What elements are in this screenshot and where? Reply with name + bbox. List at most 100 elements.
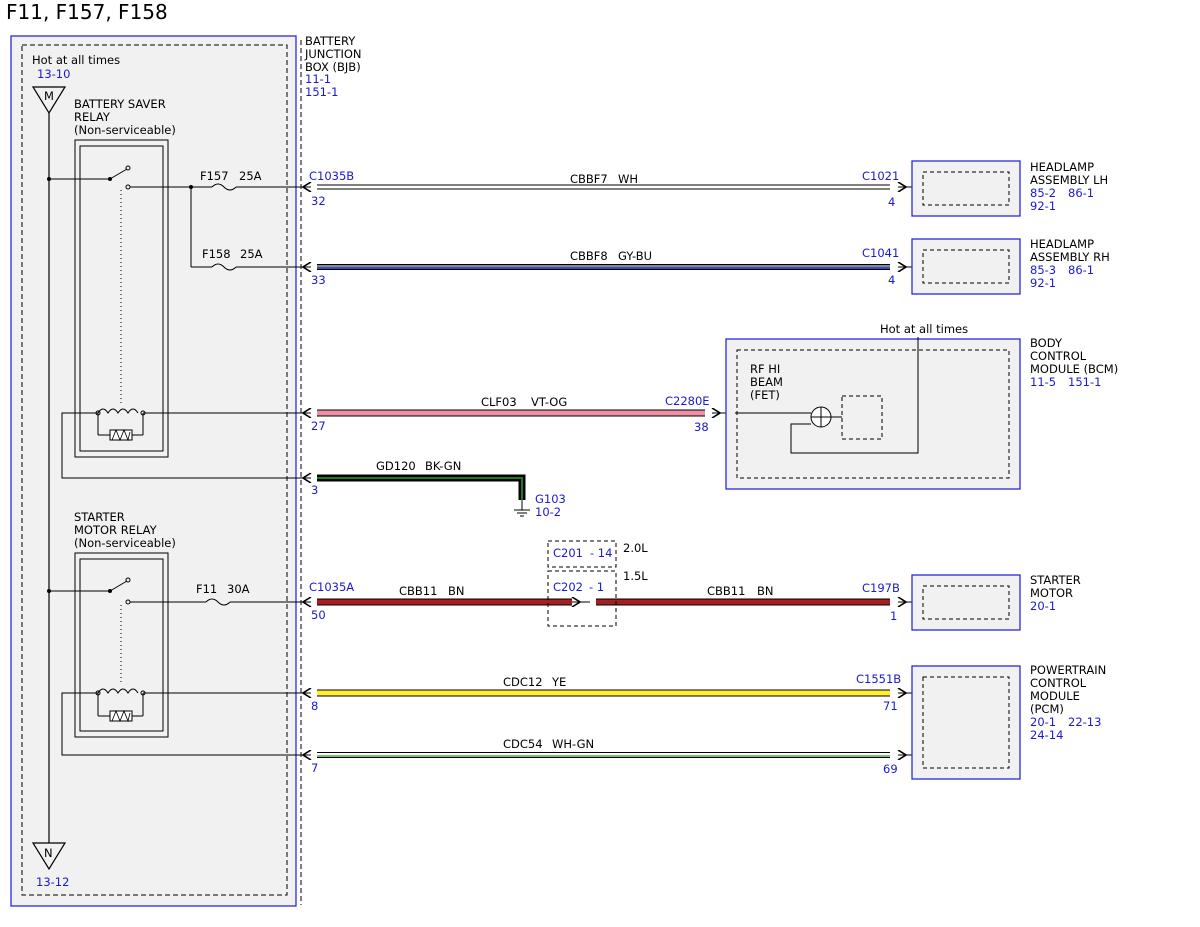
f11-id: F11: [196, 582, 217, 596]
bsr-name-1: BATTERY SAVER: [74, 97, 166, 111]
headlamp-lh-box: [911, 160, 1021, 217]
cbb11-left-pin: 50: [311, 608, 326, 622]
headlamp-rh-ref-2: 86-1: [1068, 263, 1094, 277]
cdc12-color: YE: [551, 675, 566, 689]
bcm-hot-label: Hot at all times: [880, 322, 968, 336]
bcm-name-2: CONTROL: [1030, 349, 1087, 363]
bjb-name-3: BOX (BJB): [305, 60, 361, 74]
cbb11-color-left: BN: [448, 584, 465, 598]
cbbf8-left-pin: 33: [311, 273, 326, 287]
bjb-ref-1: 11-1: [305, 72, 331, 86]
pcm-box: [911, 665, 1021, 780]
headlamp-lh-name-1: HEADLAMP: [1030, 160, 1094, 174]
cbb11-left-connector: C1035A: [309, 580, 354, 594]
cbbf8-color: GY-BU: [618, 249, 652, 263]
starter-ref-1: 20-1: [1030, 599, 1056, 613]
pcm-name-4: (PCM): [1030, 702, 1064, 716]
cbb11-circuit-right: CBB11: [707, 584, 745, 598]
f157-fuse-symbol: [211, 183, 237, 191]
cbb11-circuit-left: CBB11: [399, 584, 437, 598]
f157-id: F157: [200, 169, 229, 183]
cdc12-circuit: CDC12: [503, 675, 543, 689]
bcm-inner-2: BEAM: [750, 375, 783, 389]
bus-m-triangle: [31, 86, 67, 115]
headlamp-lh-ref-2: 86-1: [1068, 186, 1094, 200]
gd120-color: BK-GN: [425, 459, 461, 473]
bsr-name-2: RELAY: [74, 110, 111, 124]
pcm-name-3: MODULE: [1030, 689, 1080, 703]
bjb-hot-ref: 13-10: [37, 67, 70, 81]
cbbf8-right-connector: C1041: [862, 246, 899, 260]
c201-engine: 2.0L: [623, 541, 648, 555]
cbb11-color-right: BN: [757, 584, 774, 598]
clf03-color: VT-OG: [531, 395, 567, 409]
smr-name-2: MOTOR RELAY: [74, 523, 158, 537]
wire-cbbf8: [317, 264, 890, 270]
f11-rating: 30A: [227, 582, 250, 596]
pcm-ref-1: 20-1: [1030, 715, 1056, 729]
c201-box: [547, 540, 617, 568]
c201-pin: - 14: [590, 546, 612, 560]
cdc54-left-pin: 7: [311, 761, 318, 775]
cbbf8-circuit: CBBF8: [570, 249, 608, 263]
cdc54-right-pin: 69: [883, 762, 898, 776]
cdc12-left-pin: 8: [311, 699, 318, 713]
headlamp-rh-ref-3: 92-1: [1030, 276, 1056, 290]
wire-gd120: [317, 474, 526, 500]
f158-id: F158: [202, 247, 231, 261]
bcm-ref-2: 151-1: [1068, 375, 1101, 389]
pcm-name-2: CONTROL: [1030, 676, 1087, 690]
bsr-name-3: (Non-serviceable): [74, 123, 176, 137]
bjb-name-2: JUNCTION: [304, 47, 362, 61]
headlamp-rh-name-2: ASSEMBLY RH: [1030, 250, 1110, 264]
smr-name-1: STARTER: [74, 510, 125, 524]
gd120-left-pin: 3: [311, 483, 318, 497]
f11-fuse-symbol: [205, 598, 231, 606]
starter-name-1: STARTER: [1030, 573, 1081, 587]
wire-cdc54: [317, 752, 890, 758]
clf03-left-pin: 27: [311, 419, 326, 433]
cdc54-color: WH-GN: [552, 737, 594, 751]
bus-n-ref: 13-12: [36, 875, 69, 889]
cbbf7-left-connector: C1035B: [309, 169, 354, 183]
clf03-right-connector: C2280E: [665, 394, 710, 408]
f158-rating: 25A: [240, 247, 263, 261]
cbbf7-right-connector: C1021: [862, 169, 899, 183]
starter-motor-relay: [47, 552, 169, 738]
page-title: F11, F157, F158: [6, 0, 168, 24]
headlamp-rh-ref-1: 85-3: [1030, 263, 1056, 277]
battery-saver-relay: [47, 139, 169, 458]
cbbf7-circuit: CBBF7: [570, 172, 608, 186]
bus-n-letter: N: [44, 846, 53, 860]
bus-n-triangle: [31, 842, 67, 871]
bcm-name-3: MODULE (BCM): [1030, 362, 1118, 376]
f157-rating: 25A: [239, 169, 262, 183]
clf03-right-pin: 38: [694, 420, 709, 434]
pcm-ref-2: 22-13: [1068, 715, 1101, 729]
headlamp-lh-ref-3: 92-1: [1030, 199, 1056, 213]
bcm-ref-1: 11-5: [1030, 375, 1056, 389]
headlamp-rh-name-1: HEADLAMP: [1030, 237, 1094, 251]
bcm-inner-3: (FET): [750, 388, 780, 402]
pcm-name-1: POWERTRAIN: [1030, 663, 1106, 677]
bcm-box: [725, 337, 1021, 490]
clf03-circuit: CLF03: [481, 395, 517, 409]
cbb11-right-pin: 1: [890, 609, 897, 623]
cdc54-circuit: CDC54: [503, 737, 543, 751]
c201-id: C201: [553, 546, 583, 560]
bus-m-letter: M: [44, 89, 54, 103]
ground-id: G103: [535, 492, 566, 506]
ground-ref: 10-2: [535, 505, 561, 519]
smr-name-3: (Non-serviceable): [74, 536, 176, 550]
c202-id: C202: [553, 580, 583, 594]
c202-pin: - 1: [589, 580, 604, 594]
pcm-ref-3: 24-14: [1030, 728, 1063, 742]
headlamp-rh-box: [911, 238, 1021, 295]
starter-name-2: MOTOR: [1030, 586, 1073, 600]
headlamp-lh-ref-1: 85-2: [1030, 186, 1056, 200]
c202-engine: 1.5L: [623, 569, 648, 583]
cbbf8-right-pin: 4: [888, 273, 895, 287]
cbbf7-left-pin: 32: [311, 194, 326, 208]
cdc12-right-connector: C1551B: [856, 672, 901, 686]
